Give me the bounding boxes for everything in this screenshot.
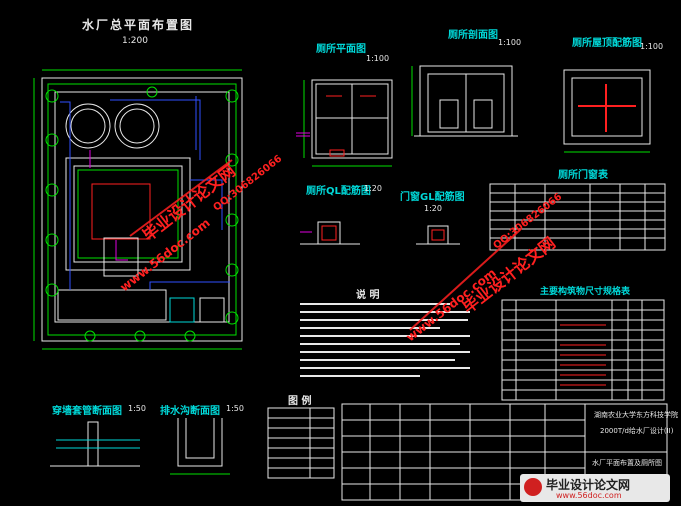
legend-title: 图 例 [288,396,312,407]
site-plan-title: 水厂总平面布置图 [82,18,195,32]
bottom-logo-url: www.56doc.com [556,491,622,500]
site-plan-drawing [41,77,243,342]
bottom-logo-banner: 毕业设计论文网 www.56doc.com [520,474,670,502]
title-block-project: 2000T/d给水厂设计(II) [600,427,674,435]
door-window-table-grid [489,183,666,251]
drain-ditch-drawing [170,418,230,475]
drain-ditch-scale: 1:50 [226,404,244,413]
title-block-school: 湖南农业大学东方科技学院 [594,411,678,419]
notes-title: 说 明 [356,290,380,301]
site-plan-scale: 1:200 [122,36,148,46]
toilet-plan-scale: 1:100 [366,54,390,63]
pump-house [103,237,139,277]
filter-building [91,183,151,240]
structure-table-red-entries [560,324,606,386]
title-block-drawing: 水厂平面布置及厕所图 [592,459,662,467]
door-window-table-title: 厕所门窗表 [558,170,608,181]
toilet-section-title: 厕所剖面图 [448,30,498,41]
pipe-section-title: 穿墙套管断面图 [52,406,122,417]
door-beam-title: 门窗GL配筋图 [400,192,465,203]
structure-table-grid [501,299,665,401]
beam-detail-title: 厕所QL配筋图 [306,186,371,197]
toilet-roof-scale: 1:100 [640,42,664,51]
door-beam-scale: 1:20 [424,204,442,213]
legend-table-grid [267,407,335,479]
toilet-plan-drawing [303,79,393,167]
pipe-section-drawing [50,421,140,467]
structure-table-title: 主要构筑物尺寸规格表 [540,287,631,297]
bottom-logo-site: 毕业设计论文网 [546,478,631,492]
title-block-grid [341,403,668,501]
magenta-marks [296,132,312,233]
toilet-roof-drawing [563,69,651,153]
toilet-plan-title: 厕所平面图 [316,44,366,55]
clarifier-tank-1 [65,103,111,149]
pipe-section-scale: 1:50 [128,404,146,413]
bottom-logo-icon [524,478,542,496]
site-dimensions [33,69,242,350]
site-road [54,91,230,323]
notes-text-lines [300,303,470,377]
clarifier-tank-2 [114,103,160,149]
site-trees [45,86,239,342]
drain-ditch-title: 排水沟断面图 [160,406,220,417]
beam-detail-scale: 1:20 [364,184,382,193]
clear-water-reservoir [65,157,191,271]
office-building [57,289,167,321]
beam-details-drawing [300,221,460,245]
toilet-section-drawing [411,65,518,137]
site-wall [47,83,237,336]
toilet-roof-title: 厕所屋顶配筋图 [572,38,642,49]
toilet-section-scale: 1:100 [498,38,522,47]
